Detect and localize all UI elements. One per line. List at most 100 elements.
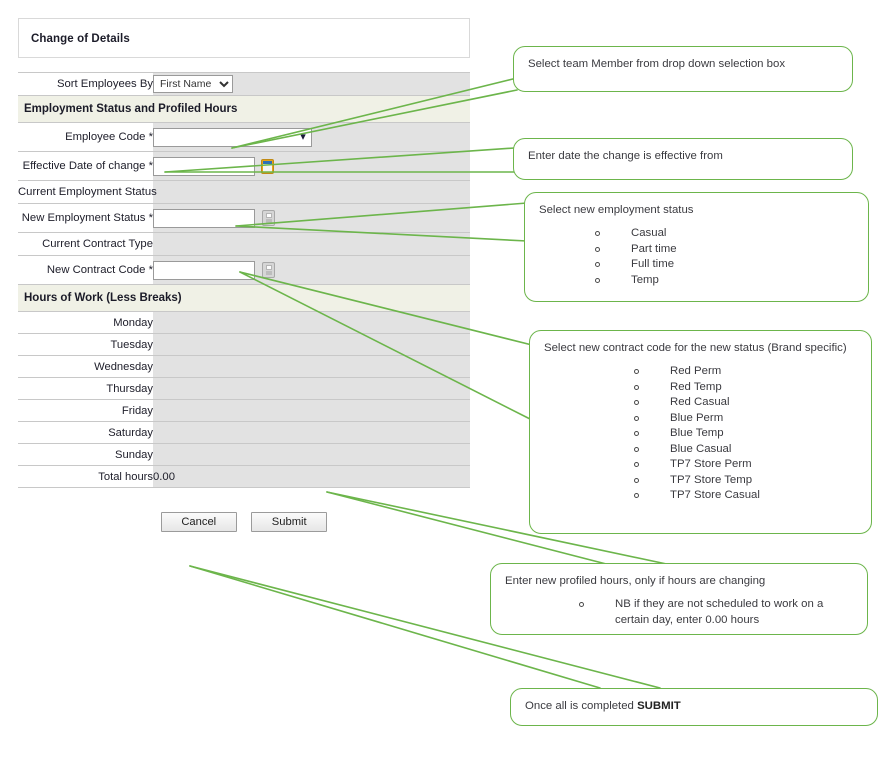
effective-date-input[interactable] xyxy=(153,156,255,176)
callout-submit-text-pre: Once all is completed xyxy=(525,700,638,712)
day-input-monday[interactable] xyxy=(153,311,470,334)
list-item: NB if they are not scheduled to work on … xyxy=(579,597,853,628)
row-day-sunday: Sunday xyxy=(18,443,470,466)
callout-new-contract-code-list: Red Perm Red Temp Red Casual Blue Perm B… xyxy=(544,364,857,504)
lookup-picker-icon-bottom xyxy=(266,271,273,275)
day-label-wednesday: Wednesday xyxy=(18,355,153,378)
row-day-friday: Friday xyxy=(18,399,470,422)
current-contract-type-label: Current Contract Type xyxy=(18,232,153,256)
row-current-contract-type: Current Contract Type xyxy=(18,232,470,256)
list-item: Part time xyxy=(595,242,854,258)
new-employment-status-cell xyxy=(153,203,470,233)
list-item: TP7 Store Perm xyxy=(634,457,857,473)
row-day-tuesday: Tuesday xyxy=(18,333,470,356)
callout-new-contract-code-text: Select new contract code for the new sta… xyxy=(544,342,847,354)
change-of-details-form: Change of Details Sort Employees By Firs… xyxy=(18,18,470,532)
list-item: Red Temp xyxy=(634,380,857,396)
new-contract-code-label: New Contract Code * xyxy=(18,255,153,285)
day-input-sunday[interactable] xyxy=(153,443,470,466)
row-total-hours: Total hours 0.00 xyxy=(18,465,470,488)
callout-submit: Once all is completed SUBMIT xyxy=(510,688,878,726)
lookup-picker-icon[interactable] xyxy=(262,210,276,226)
chevron-down-icon: ▾ xyxy=(300,129,306,143)
section-hours-of-work-label: Hours of Work (Less Breaks) xyxy=(18,284,470,312)
section-hours-of-work: Hours of Work (Less Breaks) xyxy=(18,284,470,312)
day-input-wednesday[interactable] xyxy=(153,355,470,378)
employee-code-combo[interactable]: ▾ xyxy=(153,127,312,147)
callout-new-contract-code: Select new contract code for the new sta… xyxy=(529,330,872,534)
list-item: Casual xyxy=(595,226,854,242)
row-new-contract-code: New Contract Code * xyxy=(18,255,470,285)
callout-select-team-member-text: Select team Member from drop down select… xyxy=(528,58,786,70)
list-item-line-2: certain day, enter 0.00 hours xyxy=(615,613,760,626)
row-effective-date: Effective Date of change * xyxy=(18,151,470,181)
calendar-icon-body xyxy=(263,163,273,172)
list-item: Full time xyxy=(595,257,854,273)
day-label-tuesday: Tuesday xyxy=(18,333,153,356)
row-new-employment-status: New Employment Status * xyxy=(18,203,470,233)
sort-employees-select[interactable]: First Name xyxy=(153,75,233,93)
row-day-saturday: Saturday xyxy=(18,421,470,444)
day-label-saturday: Saturday xyxy=(18,421,153,444)
day-label-sunday: Sunday xyxy=(18,443,153,466)
effective-date-label: Effective Date of change * xyxy=(18,151,153,181)
callout-profiled-hours: Enter new profiled hours, only if hours … xyxy=(490,563,868,635)
row-day-monday: Monday xyxy=(18,311,470,334)
callout-submit-text: Once all is completed SUBMIT xyxy=(525,699,863,714)
current-employment-status-label: Current Employment Status xyxy=(18,180,157,204)
form-button-row: Cancel Submit xyxy=(18,512,470,532)
lookup-picker-icon-top xyxy=(266,213,273,218)
list-item: Blue Temp xyxy=(634,426,857,442)
row-current-employment-status: Current Employment Status xyxy=(18,180,470,204)
lookup-picker-icon-bottom xyxy=(266,219,273,223)
list-item: Blue Casual xyxy=(634,442,857,458)
new-employment-status-label: New Employment Status * xyxy=(18,203,153,233)
total-hours-value: 0.00 xyxy=(153,465,470,488)
row-employee-code: Employee Code * ▾ xyxy=(18,122,470,152)
list-item: Red Perm xyxy=(634,364,857,380)
sort-employees-cell: First Name xyxy=(153,72,470,96)
list-item: TP7 Store Casual xyxy=(634,488,857,504)
current-employment-status-value xyxy=(153,180,470,204)
callout-new-employment-status-text: Select new employment status xyxy=(539,204,694,216)
callout-effective-date: Enter date the change is effective from xyxy=(513,138,853,180)
calendar-icon[interactable] xyxy=(261,158,275,174)
callout-effective-date-text: Enter date the change is effective from xyxy=(528,150,723,162)
day-input-saturday[interactable] xyxy=(153,421,470,444)
row-sort-employees: Sort Employees By First Name xyxy=(18,72,470,96)
employee-code-label: Employee Code * xyxy=(18,122,153,152)
callout-new-employment-status-list: Casual Part time Full time Temp xyxy=(539,226,854,288)
callout-profiled-hours-list: NB if they are not scheduled to work on … xyxy=(505,597,853,628)
day-input-tuesday[interactable] xyxy=(153,333,470,356)
cancel-button[interactable]: Cancel xyxy=(160,512,237,532)
callout-submit-text-bold: SUBMIT xyxy=(637,700,681,712)
day-input-thursday[interactable] xyxy=(153,377,470,400)
total-hours-label: Total hours xyxy=(18,465,153,488)
row-day-wednesday: Wednesday xyxy=(18,355,470,378)
list-item-line-1: NB if they are not scheduled to work on … xyxy=(615,598,824,610)
employee-code-cell: ▾ xyxy=(153,122,470,152)
submit-button[interactable]: Submit xyxy=(251,512,328,532)
new-employment-status-input[interactable] xyxy=(153,208,255,228)
callout-profiled-hours-text: Enter new profiled hours, only if hours … xyxy=(505,575,766,587)
day-label-monday: Monday xyxy=(18,311,153,334)
list-item: Blue Perm xyxy=(634,411,857,427)
row-day-thursday: Thursday xyxy=(18,377,470,400)
sort-employees-label: Sort Employees By xyxy=(18,72,153,96)
form-table: Sort Employees By First Name Employment … xyxy=(18,72,470,488)
lookup-picker-icon[interactable] xyxy=(262,262,276,278)
section-employment-status-label: Employment Status and Profiled Hours xyxy=(18,95,470,123)
day-input-friday[interactable] xyxy=(153,399,470,422)
effective-date-cell xyxy=(153,151,470,181)
new-contract-code-input[interactable] xyxy=(153,260,255,280)
list-item: Temp xyxy=(595,273,854,289)
list-item: Red Casual xyxy=(634,395,857,411)
callout-new-employment-status: Select new employment status Casual Part… xyxy=(524,192,869,302)
day-label-thursday: Thursday xyxy=(18,377,153,400)
section-employment-status: Employment Status and Profiled Hours xyxy=(18,95,470,123)
lookup-picker-icon-top xyxy=(266,265,273,270)
current-contract-type-value xyxy=(153,232,470,256)
callout-select-team-member: Select team Member from drop down select… xyxy=(513,46,853,92)
new-contract-code-cell xyxy=(153,255,470,285)
